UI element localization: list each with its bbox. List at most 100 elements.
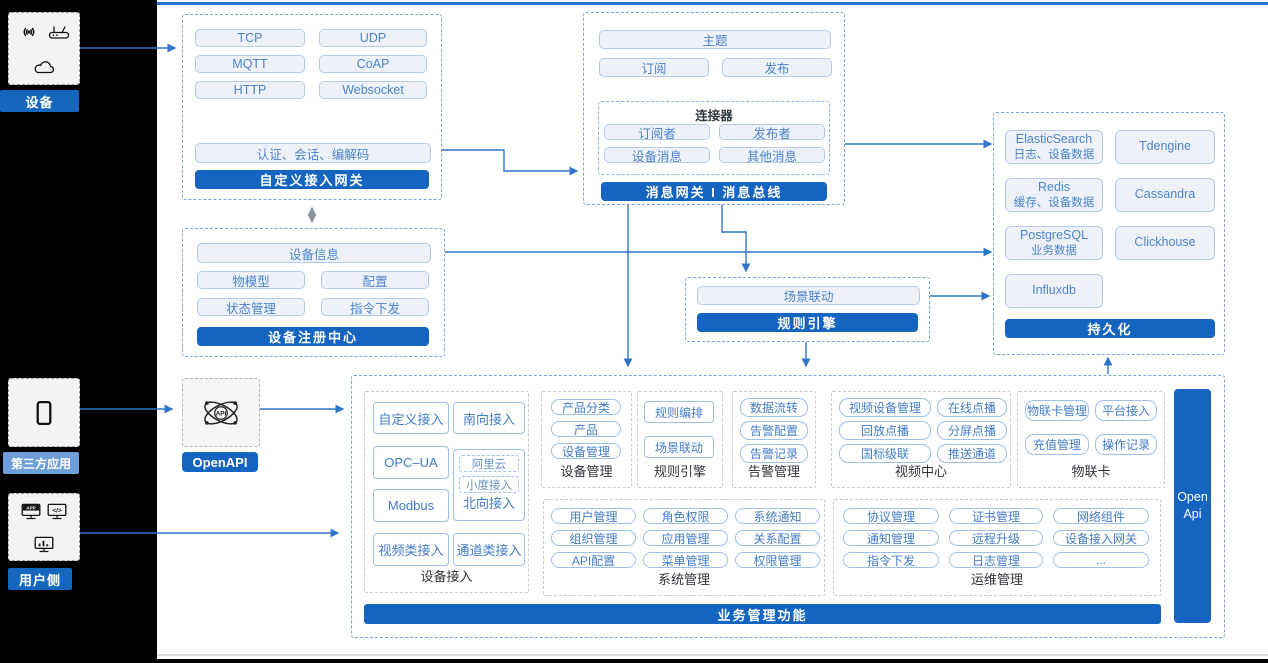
section-device-management: 产品分类产品设备管理 设备管理 [541,391,632,488]
protocol-pill: UDP [319,29,427,47]
open-api-bar: Open Api [1174,389,1211,623]
device-info-pill: 设备信息 [197,243,431,263]
section-rule-engine: 规则编排场景联动 规则引擎 [637,391,723,488]
feature-pill: 角色权限 [643,508,728,524]
datastore-pill: Redis 缓存、设备数据 [1005,178,1103,212]
datastore-pill: Influxdb [1005,274,1103,308]
feature-pill: 网络组件 [1053,508,1149,524]
openapi-label: OpenAPI [182,452,258,472]
datastore-name: Cassandra [1134,187,1196,202]
feature-pill: 远程升级 [949,530,1043,546]
feature-pill: 操作记录 [1095,434,1157,455]
datastore-subtitle: 日志、设备数据 [1013,148,1095,161]
access-pill: 南向接入 [453,402,525,434]
protocol-pill: TCP [195,29,305,47]
subscribe-pill: 订阅 [599,58,709,77]
pill-grid: 视频设备管理在线点播回放点播分屏点播国标级联推送通道 [839,398,1007,463]
scene-linkage-pill: 场景联动 [697,286,920,305]
aliyun-pill: 阿里云 [459,455,519,472]
section-label: 告警管理 [747,464,800,479]
persistence-box: ElasticSearch 日志、设备数据 Tdengine Redis 缓存、… [993,112,1225,355]
router-icon [48,26,70,39]
feature-pill: ... [1053,552,1149,568]
feature-pill: 回放点播 [839,421,931,440]
feature-pill: 日志管理 [949,552,1043,568]
feature-pill: 规则编排 [644,401,714,423]
section-label: 系统管理 [657,572,710,587]
feature-pill: 产品 [551,421,621,437]
datastore-name: Tdengine [1138,139,1192,154]
feature-pill: 证书管理 [949,508,1043,524]
business-management-bar: 业务管理功能 [364,604,1161,624]
feature-pill: 视频设备管理 [839,398,931,417]
feature-pill: 告警配置 [740,421,808,440]
datastore-name: Redis [1038,180,1070,194]
auth-session-codec-pill: 认证、会话、编解码 [195,143,431,163]
section-label: 视频中心 [894,464,947,479]
datastore-pill: Cassandra [1115,178,1215,212]
connector-box: 连接器 订阅者发布者设备消息其他消息 [598,101,830,175]
publish-pill: 发布 [722,58,832,77]
feature-pill: 菜单管理 [643,552,728,568]
message-bus-box: 主题 订阅 发布 连接器 订阅者发布者设备消息其他消息 消息网关 I 消息总线 [583,12,845,205]
access-pill: 通道类接入 [453,533,525,566]
svg-text:APP: APP [26,505,35,510]
user-side-icon-box: APP </> [8,493,80,561]
feature-pill: 平台接入 [1095,400,1157,421]
access-pill: 视频类接入 [373,533,449,566]
third-party-label: 第三方应用 [3,452,79,474]
open-api-bar-line2: Api [1183,507,1202,521]
north-access-label: 北向接入 [462,496,515,511]
feature-pill: 充值管理 [1025,434,1089,455]
connector-pill: 设备消息 [604,147,710,164]
phone-icon [36,400,52,425]
code-monitor-icon: </> [47,503,67,519]
top-accent-line [157,2,1268,5]
custom-gateway-bar: 自定义接入网关 [195,170,429,189]
topic-pill: 主题 [599,30,831,49]
app-monitor-icon: APP [21,503,41,519]
feature-pill: 指令下发 [843,552,939,568]
section-video-center: 视频设备管理在线点播回放点播分屏点播国标级联推送通道 视频中心 [831,391,1011,488]
connector-pill: 发布者 [719,124,825,141]
chart-monitor-icon [34,536,54,552]
business-box: 自定义接入 南向接入 OPC–UA 阿里云 小度接入 北向接入 Modbus 视… [351,375,1225,638]
section-label: 物联卡 [1071,464,1111,479]
user-side-label: 用户侧 [8,568,72,590]
feature-pill: 组织管理 [551,530,636,546]
protocol-pill: Websocket [319,81,427,99]
persistence-bar: 持久化 [1005,319,1215,338]
pill-grid: 规则编排场景联动 [644,401,714,458]
signal-icon [23,27,35,36]
feature-pill: 在线点播 [937,398,1007,417]
rule-engine-bar: 规则引擎 [697,313,918,332]
pill-grid: 物联卡管理平台接入充值管理操作记录 [1025,400,1157,455]
feature-pill: 用户管理 [551,508,636,524]
datastore-pill: ElasticSearch 日志、设备数据 [1005,130,1103,164]
connector-title: 连接器 [695,109,733,123]
cloud-icon [34,61,55,74]
message-bus-bar: 消息网关 I 消息总线 [601,182,827,201]
store-grid: ElasticSearch 日志、设备数据 Tdengine Redis 缓存、… [1005,130,1215,308]
feature-pill: 关系配置 [735,530,820,546]
feature-pill: 分屏点播 [937,421,1007,440]
registry-grid: 物模型配置状态管理指令下发 [197,271,429,316]
protocol-pill: HTTP [195,81,305,99]
access-pill: OPC–UA [373,446,449,479]
bottom-divider-line [157,654,1268,656]
svg-text:</>: </> [52,507,62,514]
feature-pill: 推送通道 [937,444,1007,463]
third-party-icon-box [8,378,80,447]
feature-pill: 协议管理 [843,508,939,524]
datastore-subtitle: 缓存、设备数据 [1013,196,1095,209]
north-access-composite: 阿里云 小度接入 北向接入 [453,449,525,521]
openapi-icon-box: API [182,378,260,447]
connector-grid: 订阅者发布者设备消息其他消息 [604,124,825,164]
feature-pill: 权限管理 [735,552,820,568]
feature-pill: 应用管理 [643,530,728,546]
pill-grid: 协议管理证书管理网络组件通知管理远程升级设备接入网关指令下发日志管理... [843,508,1149,568]
